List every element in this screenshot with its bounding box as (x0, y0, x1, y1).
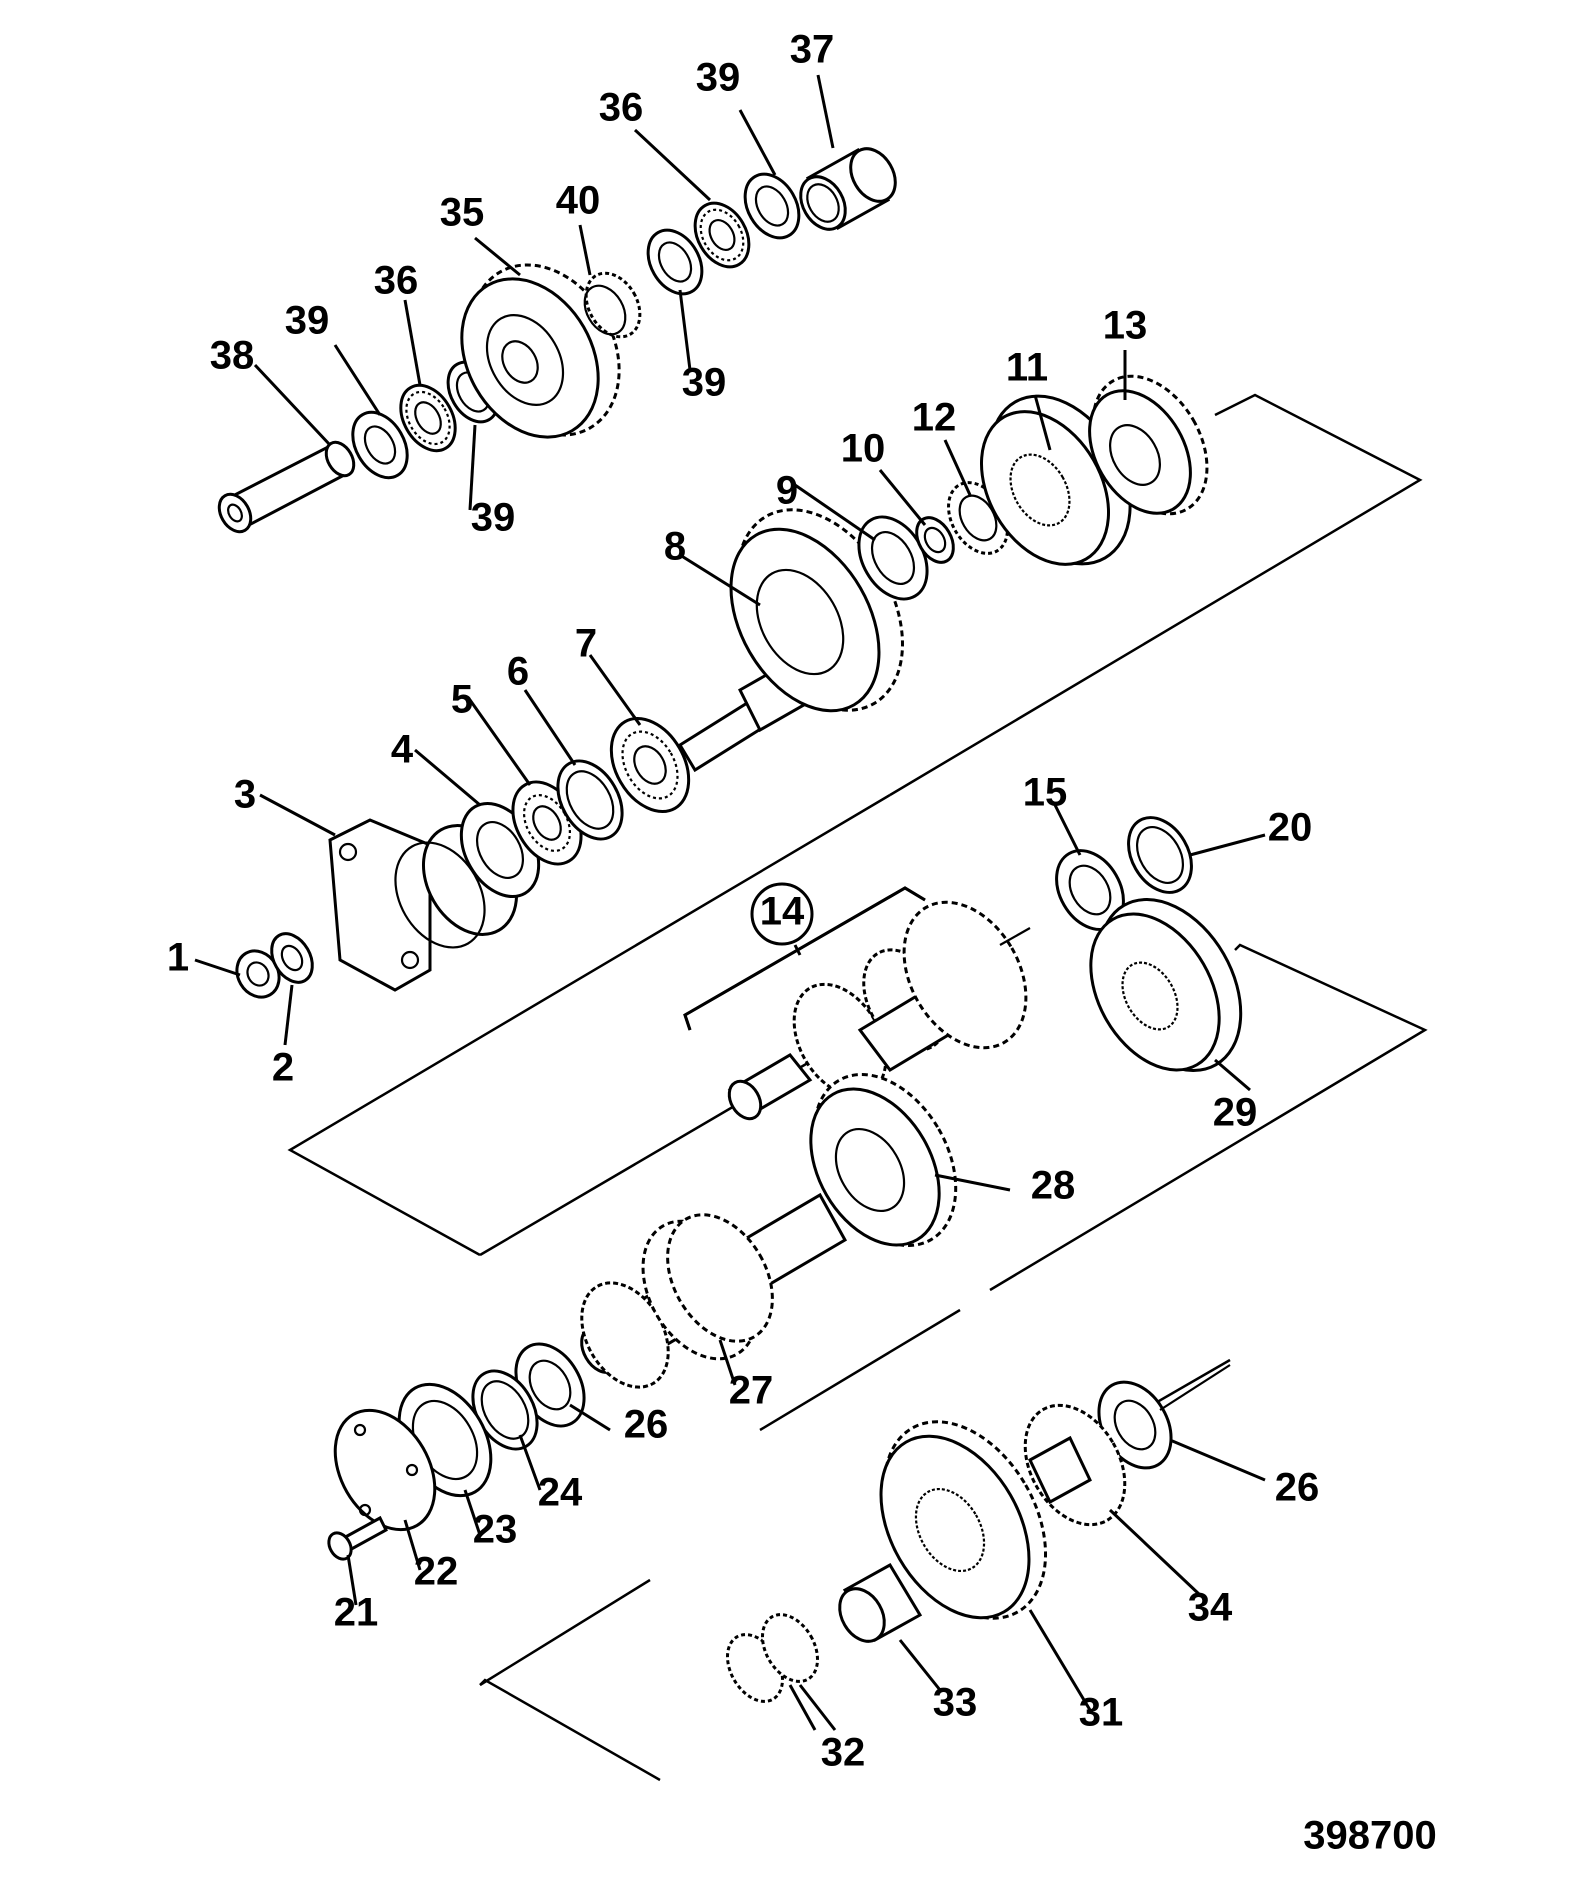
gear-cluster (1023, 1403, 1127, 1527)
callout-21: 21 (334, 1591, 379, 1635)
spacer-bush (799, 147, 897, 231)
gear (1088, 374, 1209, 516)
needle-bearing-pair (726, 1613, 819, 1703)
callout-4: 4 (391, 728, 414, 772)
washer (270, 932, 314, 984)
callout-22: 22 (414, 1550, 459, 1594)
layshaft-assembly (727, 900, 1031, 1121)
callout-29: 29 (1213, 1091, 1258, 1135)
callout-2: 2 (272, 1046, 294, 1090)
callout-10: 10 (841, 427, 886, 471)
callout-40: 40 (556, 179, 601, 223)
bearing-cup (556, 759, 624, 841)
callout-14: 14 (760, 890, 805, 934)
thrust-washer (646, 228, 704, 296)
callout-7: 7 (575, 622, 597, 666)
bearing (609, 716, 691, 814)
callout-39-mid: 39 (682, 361, 727, 405)
gear (809, 1073, 958, 1247)
callout-36-right: 36 (599, 86, 644, 130)
callout-5: 5 (451, 678, 473, 722)
callout-34: 34 (1188, 1586, 1233, 1630)
callout-27: 27 (729, 1369, 774, 1413)
callout-15: 15 (1023, 771, 1068, 815)
callout-8: 8 (664, 525, 686, 569)
callout-26-lower: 26 (1275, 1466, 1320, 1510)
callout-33: 33 (933, 1681, 978, 1725)
bush (838, 1562, 923, 1643)
large-gear (879, 1420, 1048, 1620)
axis-line (1159, 1364, 1231, 1411)
callout-28: 28 (1031, 1164, 1076, 1208)
callout-39-left-bottom: 39 (471, 496, 516, 540)
bolt (327, 1515, 388, 1561)
idler-gear (460, 263, 621, 439)
idler-pinion (583, 271, 642, 339)
callout-39-left-top: 39 (285, 299, 330, 343)
callout-13: 13 (1103, 304, 1148, 348)
callout-39-top: 39 (696, 56, 741, 100)
callout-31: 31 (1079, 1691, 1124, 1735)
callout-24: 24 (538, 1471, 583, 1515)
spacer (915, 516, 955, 564)
callout-14-leader (793, 944, 802, 956)
clutch-hub (1089, 898, 1243, 1072)
thrust-washer (743, 172, 801, 240)
layshaft (580, 1192, 848, 1389)
callout-38: 38 (210, 334, 255, 378)
callout-12: 12 (912, 396, 957, 440)
callout-9: 9 (776, 469, 798, 513)
callout-3: 3 (234, 773, 256, 817)
callout-14-bracket (683, 886, 926, 1031)
callout-11: 11 (1006, 346, 1048, 390)
callout-14-circle (750, 882, 814, 946)
assembly-boundary-lower (479, 943, 1428, 1782)
callout-20: 20 (1268, 806, 1313, 850)
callout-1: 1 (167, 936, 189, 980)
callout-35: 35 (440, 191, 485, 235)
thrust-washer (351, 410, 409, 480)
callout-23: 23 (473, 1508, 518, 1552)
callout-32: 32 (821, 1731, 866, 1775)
callout-37: 37 (790, 28, 835, 72)
callout-numbers: 1 2 3 4 5 6 7 8 9 10 11 12 13 14 15 20 2… (167, 28, 1319, 1775)
needle-thrust-bearing (693, 201, 751, 269)
needle-thrust-bearing (399, 383, 457, 453)
bearing-cup (1127, 816, 1193, 894)
idler-shaft (217, 440, 356, 534)
drawing-number: 398700 (1303, 1814, 1436, 1858)
leader-lines (194, 74, 1266, 1731)
end-cap (333, 1408, 437, 1532)
callout-36-left: 36 (374, 259, 419, 303)
callout-26-upper: 26 (624, 1403, 669, 1447)
callout-6: 6 (507, 650, 529, 694)
